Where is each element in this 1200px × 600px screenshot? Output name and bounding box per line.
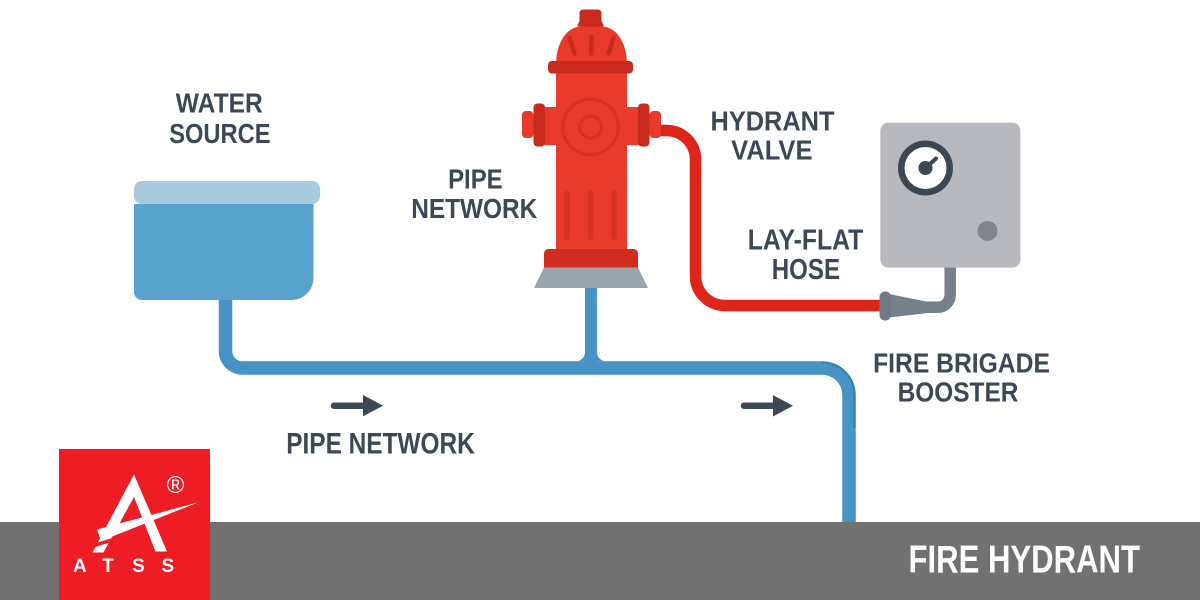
svg-text:®: ® bbox=[167, 472, 185, 499]
svg-text:PIPE: PIPE bbox=[448, 163, 503, 194]
svg-text:FIRE HYDRANT: FIRE HYDRANT bbox=[909, 539, 1141, 582]
svg-text:S: S bbox=[161, 556, 174, 577]
svg-text:S: S bbox=[132, 556, 145, 577]
svg-text:FIRE BRIGADE: FIRE BRIGADE bbox=[873, 347, 1050, 378]
svg-text:T: T bbox=[102, 556, 114, 577]
svg-text:BOOSTER: BOOSTER bbox=[898, 376, 1019, 407]
svg-text:A: A bbox=[73, 556, 87, 577]
svg-text:VALVE: VALVE bbox=[731, 135, 812, 166]
svg-text:NETWORK: NETWORK bbox=[411, 193, 537, 224]
svg-text:SOURCE: SOURCE bbox=[169, 118, 270, 149]
svg-text:HYDRANT: HYDRANT bbox=[711, 106, 835, 137]
svg-text:HOSE: HOSE bbox=[772, 254, 840, 286]
svg-text:LAY-FLAT: LAY-FLAT bbox=[748, 225, 864, 257]
svg-text:PIPE NETWORK: PIPE NETWORK bbox=[286, 427, 475, 460]
svg-text:WATER: WATER bbox=[176, 87, 263, 118]
